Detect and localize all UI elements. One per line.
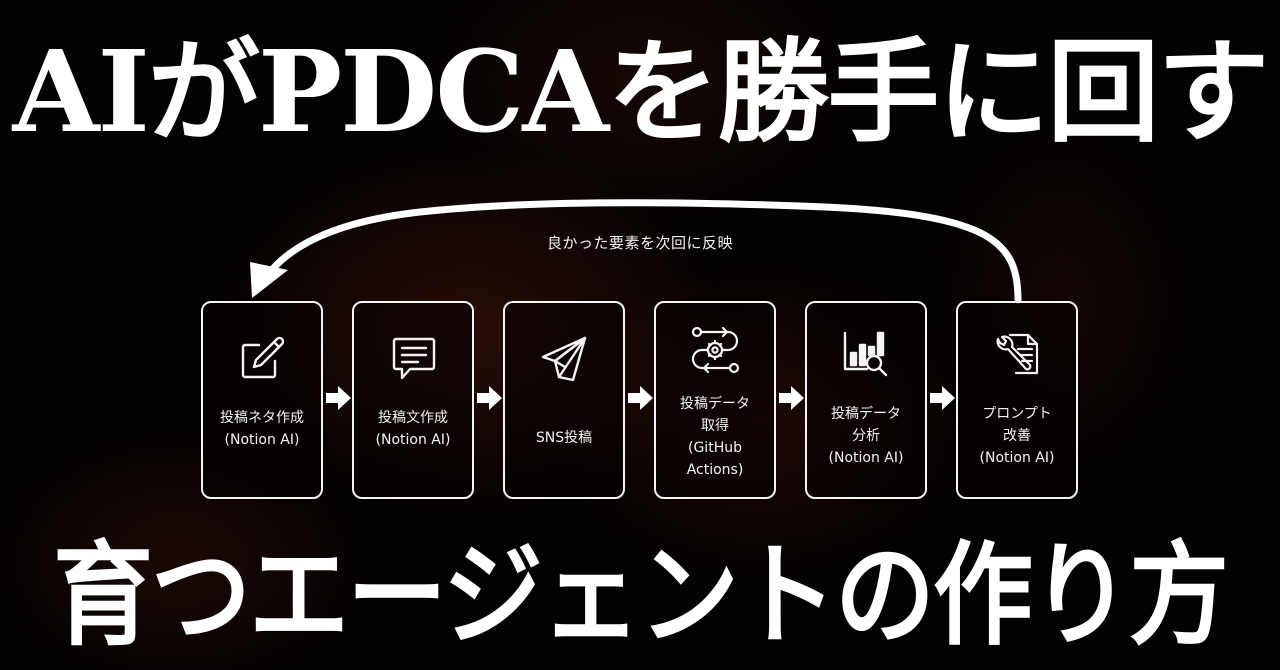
step-title: 投稿文作成 [378, 410, 448, 426]
step-sns-post: SNS投稿 [503, 301, 625, 499]
headline-top: AIがPDCAを勝手に回す [12, 27, 1270, 158]
step-tool: (Notion AI) [828, 450, 904, 466]
arrow-right-icon [779, 386, 804, 410]
loop-label: 良かった要素を次回に反映 [546, 234, 733, 252]
wrench-document-icon [996, 333, 1039, 375]
step-post-writing: 投稿文作成 (Notion AI) [352, 301, 474, 499]
step-data-analysis: 投稿データ 分析 (Notion AI) [805, 301, 927, 499]
step-title: SNS投稿 [535, 430, 593, 446]
step-title: プロンプト [982, 406, 1052, 422]
step-post-idea: 投稿ネタ作成 (Notion AI) [201, 301, 323, 499]
paper-plane-icon [541, 336, 587, 382]
step-tool-2: Actions) [686, 462, 744, 478]
edit-note-icon [241, 336, 285, 379]
chat-bubble-icon [392, 337, 436, 380]
step-title: 投稿データ [680, 396, 750, 412]
step-data-fetch: 投稿データ 取得 (GitHub Actions) [654, 301, 776, 499]
step-title-2: 取得 [701, 418, 729, 434]
headline-bottom: 育つエージェントの作り方 [53, 528, 1229, 662]
step-title-2: 分析 [852, 428, 880, 444]
arrow-right-icon [930, 386, 955, 410]
step-tool: (Notion AI) [375, 432, 451, 448]
arrow-right-icon [326, 386, 351, 410]
step-prompt-improvement: プロンプト 改善 (Notion AI) [956, 301, 1078, 499]
step-title: 投稿データ [831, 406, 901, 422]
arrow-right-icon [477, 386, 502, 410]
step-tool: (Notion AI) [224, 432, 300, 448]
step-title-2: 改善 [1003, 428, 1031, 444]
workflow-gear-icon [691, 326, 740, 374]
step-tool: (GitHub [688, 440, 742, 456]
arrow-right-icon [628, 386, 653, 410]
chart-magnifier-icon [843, 331, 888, 377]
step-title: 投稿ネタ作成 [220, 410, 304, 426]
step-tool: (Notion AI) [979, 450, 1055, 466]
